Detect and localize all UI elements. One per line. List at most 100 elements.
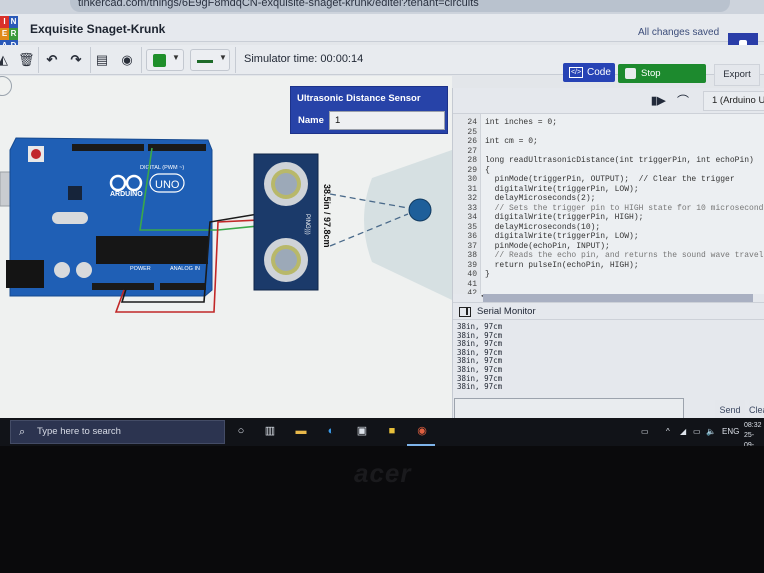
- code-line: 39 return pulseIn(echoPin, HIGH);: [453, 261, 764, 271]
- code-text: delayMicroseconds(2);: [485, 194, 596, 203]
- system-clock[interactable]: 08:32 25-09-: [744, 422, 762, 449]
- svg-text:ANALOG IN: ANALOG IN: [170, 266, 200, 272]
- name-field[interactable]: 1: [329, 111, 445, 130]
- serial-line: 38in, 97cm: [457, 322, 503, 331]
- task-view-icon[interactable]: ▥: [264, 425, 276, 437]
- line-number: 35: [467, 222, 477, 232]
- line-number: 25: [467, 127, 477, 137]
- code-text: return pulseIn(echoPin, HIGH);: [485, 260, 639, 270]
- taskbar-search[interactable]: ⌕ Type here to search: [10, 420, 225, 444]
- send-button[interactable]: Send: [715, 400, 745, 420]
- code-text: int cm = 0;: [485, 137, 538, 146]
- code-text: pinMode(triggerPin, OUTPUT); // Clear th…: [485, 175, 735, 184]
- battery-icon[interactable]: ▭: [693, 427, 701, 436]
- inspector-title: Ultrasonic Distance Sensor: [297, 93, 421, 104]
- code-text: // Sets the trigger pin to HIGH state fo…: [485, 203, 764, 213]
- line-number: 31: [467, 184, 477, 194]
- serial-line: 38in, 97cm: [457, 373, 503, 383]
- board-selector[interactable]: 1 (Arduino Uno R3): [703, 91, 764, 111]
- line-number: 28: [467, 156, 477, 165]
- line-style-icon: [197, 60, 213, 63]
- code-line: 33 // Sets the trigger pin to HIGH state…: [453, 204, 764, 214]
- divider: [141, 47, 142, 73]
- divider: [90, 47, 91, 73]
- language-indicator[interactable]: ENG: [722, 427, 740, 436]
- code-line: 25: [453, 128, 764, 138]
- line-number: 26: [467, 137, 477, 146]
- edge-icon[interactable]: ◐: [327, 425, 335, 437]
- sticky-notes-icon[interactable]: ■: [388, 425, 396, 437]
- line-number: 27: [467, 146, 477, 156]
- line-number: 38: [467, 251, 477, 260]
- chrome-icon[interactable]: ◉: [417, 425, 427, 437]
- wire-color-dropdown[interactable]: ▼: [146, 49, 184, 71]
- line-number: 42: [467, 289, 477, 294]
- active-app-indicator: [407, 444, 435, 446]
- serial-line: 38in, 97cm: [457, 339, 503, 349]
- code-button[interactable]: </> Code: [563, 63, 615, 82]
- line-number: 29: [467, 165, 477, 175]
- code-text: long readUltrasonicDistance(int triggerP…: [485, 156, 754, 165]
- line-number: 24: [467, 118, 477, 127]
- code-text: {: [485, 165, 490, 175]
- wifi-icon[interactable]: ◢: [680, 427, 687, 436]
- step-icon[interactable]: ▮▶: [651, 95, 666, 107]
- store-icon[interactable]: ▣: [356, 425, 368, 437]
- code-line: 36 digitalWrite(triggerPin, LOW);: [453, 232, 764, 242]
- eye-icon[interactable]: ◉: [121, 52, 133, 67]
- export-button[interactable]: Export: [714, 64, 760, 86]
- code-line: 32 delayMicroseconds(2);: [453, 194, 764, 204]
- serial-line: 38in, 97cm: [457, 347, 503, 357]
- browser-bar: tinkercad.com/things/6E9gF8mdqCN-exquisi…: [0, 0, 764, 26]
- stop-simulation-button[interactable]: Stop Simulation: [618, 64, 706, 98]
- chevron-down-icon: ▼: [219, 53, 227, 62]
- code-line: 29 {: [453, 166, 764, 176]
- code-line: 30 pinMode(triggerPin, OUTPUT); // Clear…: [453, 175, 764, 185]
- chevron-up-icon[interactable]: ^: [666, 427, 670, 436]
- line-gutter: [453, 114, 481, 294]
- code-text: int inches = 0;: [485, 118, 558, 127]
- code-text: delayMicroseconds(10);: [485, 222, 601, 232]
- redo-icon[interactable]: ↷: [70, 52, 82, 67]
- board-brand: ARDUINO: [110, 191, 143, 198]
- simulator-time: Simulator time: 00:00:14: [244, 53, 364, 65]
- serial-monitor-header[interactable]: Serial Monitor: [453, 302, 764, 320]
- serial-line: 38in, 97cm: [457, 365, 503, 374]
- trash-icon[interactable]: 🗑: [18, 52, 35, 67]
- inspector-panel: Ultrasonic Distance Sensor Name 1: [290, 86, 448, 134]
- code-text: }: [485, 270, 490, 279]
- app-header: I N E R A D Exquisite Snaget-Krunk: [0, 14, 764, 52]
- file-explorer-icon[interactable]: ▬: [295, 425, 307, 437]
- code-icon: </>: [569, 67, 583, 78]
- code-line: 27: [453, 147, 764, 157]
- code-line: 38 // Reads the echo pin, and returns th…: [453, 251, 764, 261]
- line-number: 34: [467, 213, 477, 222]
- circuit-drawing: ARDUINO UNO DIGITAL (PWM ~) POWER ANALOG…: [0, 137, 452, 313]
- volume-icon[interactable]: 🔈: [706, 427, 716, 436]
- line-number: 41: [467, 279, 477, 289]
- clear-button[interactable]: Clear: [749, 400, 764, 420]
- laptop-bezel: [0, 446, 764, 573]
- notification-icon[interactable]: ▭: [641, 427, 649, 436]
- screen: tinkercad.com/things/6E9gF8mdqCN-exquisi…: [0, 0, 764, 450]
- serial-line: 38in, 97cm: [457, 356, 503, 366]
- code-text: digitalWrite(triggerPin, LOW);: [485, 232, 639, 241]
- wire-style-dropdown[interactable]: ▼: [190, 49, 230, 71]
- svg-text:DIGITAL (PWM ~): DIGITAL (PWM ~): [140, 165, 184, 171]
- debugger-icon[interactable]: ⌒: [677, 94, 690, 108]
- url-field[interactable]: tinkercad.com/things/6E9gF8mdqCN-exquisi…: [70, 0, 730, 12]
- svg-text:PING))): PING))): [304, 214, 310, 235]
- undo-icon[interactable]: ↶: [46, 52, 58, 67]
- code-text: digitalWrite(triggerPin, HIGH);: [485, 213, 644, 222]
- divider: [235, 47, 236, 73]
- project-title[interactable]: Exquisite Snaget-Krunk: [30, 22, 166, 36]
- notes-icon[interactable]: ▤: [95, 52, 109, 67]
- svg-text:POWER: POWER: [130, 266, 151, 272]
- cortana-icon[interactable]: ○: [237, 425, 245, 437]
- rotate-icon[interactable]: ◭: [0, 52, 8, 67]
- acer-logo: acer: [354, 458, 412, 488]
- code-line: 31 digitalWrite(triggerPin, LOW);: [453, 185, 764, 195]
- horizontal-scrollbar[interactable]: [483, 294, 753, 302]
